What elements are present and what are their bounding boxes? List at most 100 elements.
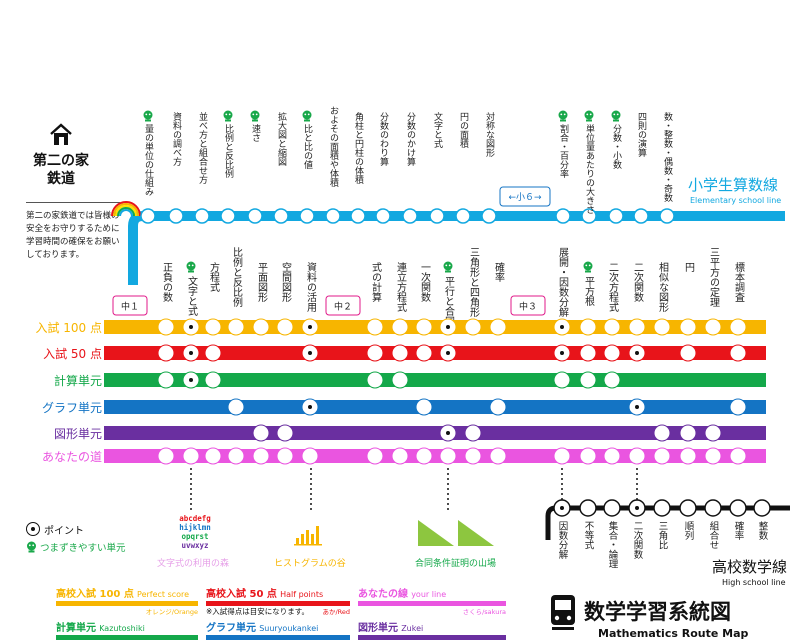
line-track [104,400,766,414]
elementary-station-label: 量の単位の仕組み [143,124,154,196]
high-station-label: 三角比 [657,521,669,550]
junior-station [252,318,270,336]
triangle-caption: 合同条件証明の山場 [415,559,497,569]
elementary-station [375,208,391,224]
elementary-station [168,208,184,224]
weak-unit-icon [302,110,312,120]
junior-column-label: 展開・因数分解 [557,247,569,318]
line-track [104,449,766,463]
line-track [104,346,766,360]
point-marker-dot [560,325,564,329]
junior-station [204,371,222,389]
train-logo-icon [549,593,577,637]
junior-station [391,318,409,336]
elementary-station [299,208,315,224]
weak-unit-icon-eye [563,113,566,116]
weak-unit-icon [26,538,37,557]
weak-unit-icon [143,110,153,120]
elementary-station-label: 分数のわり算 [378,112,389,167]
junior-station [653,447,671,465]
junior-station [252,424,270,442]
junior-station [628,447,646,465]
line-track [104,373,766,387]
high-station [603,499,621,517]
weak-unit-icon [611,110,621,120]
weak-unit-icon-eye [145,113,148,116]
elementary-station-label: 円の面積 [458,112,469,149]
junior-station [276,447,294,465]
point-marker-dot [560,351,564,355]
elementary-station-label: 比例と反比例 [223,123,234,179]
weak-unit-icon-base [252,119,258,122]
junior-station [366,318,384,336]
junior-station [679,318,697,336]
key-half: 高校入試 50 点 Half points ※入試得点は目安になります。あか/R… [206,589,350,616]
point-marker-dot [308,351,312,355]
point-marker-dot [446,325,450,329]
junior-station [489,398,507,416]
point-marker-dot [635,405,639,409]
weak-unit-icon [223,110,233,120]
elementary-station-label: 対称な図形 [484,111,495,158]
elementary-station-label: 分数・小数 [611,124,622,170]
junior-column-label: 連立方程式 [395,261,407,312]
high-station [679,499,697,517]
weak-unit-icon [584,110,594,120]
elementary-station-label: 単位量あたりの大きさ [584,123,595,214]
junior-station [603,318,621,336]
junior-station [157,371,175,389]
grade-box [510,295,546,316]
junior-station [729,398,747,416]
elementary-station [220,208,236,224]
weak-unit-icon-eye [586,113,589,116]
junior-column-label: 平行と合同 [443,276,455,327]
elementary-station [481,208,497,224]
elementary-station [247,208,263,224]
elementary-station-label: 並べ方と組合せ方 [197,111,208,185]
junior-column-label: 平面図形 [256,262,268,303]
junior-station [579,318,597,336]
junior-column-label: 二次方程式 [607,262,619,312]
weak-unit-icon [583,261,593,271]
weak-unit-icon-base [145,119,151,122]
weak-unit-icon-eye [445,264,448,267]
point-marker-dot [308,325,312,329]
rainbow-arc [119,209,133,217]
point-marker-dot [446,351,450,355]
line-label: 計算単元 [54,373,102,388]
rainbow-arc [113,203,139,217]
brand-title: 第二の家 鉄道 [33,153,89,187]
weak-unit-icon-eye [252,113,255,116]
legend-point-label: ポイント [44,525,84,537]
brand-divider [26,202,120,203]
weak-unit-icon-eye [188,264,191,267]
high-station [579,499,597,517]
point-marker-dot [560,506,564,510]
high-line-name-en: High school line [722,578,786,587]
junior-station [464,424,482,442]
high-station-label: 順列 [683,521,695,541]
histogram-caption: ヒストグラムの谷 [274,559,346,569]
junior-column-label: 相似な図形 [657,261,669,313]
weak-unit-icon-eye [585,264,588,267]
junior-column-label: 空間図形 [280,261,292,303]
weak-unit-icon-base [586,119,592,122]
junior-station [579,344,597,362]
junior-station [204,318,222,336]
legend: ポイント つまずきやすい単元 [26,520,156,556]
junior-station [679,344,697,362]
high-station-label: 集合・論理 [607,520,619,568]
point-marker-dot [308,405,312,409]
line-label: 入試 50 点 [43,346,102,361]
junior-station [204,344,222,362]
high-station [704,499,722,517]
junior-station [603,371,621,389]
junior-column-label: 方程式 [208,261,220,292]
point-marker-dot [446,431,450,435]
elementary-station [659,208,675,224]
high-station-label: 因数分解 [557,521,569,560]
junior-station [704,424,722,442]
junior-station [415,398,433,416]
